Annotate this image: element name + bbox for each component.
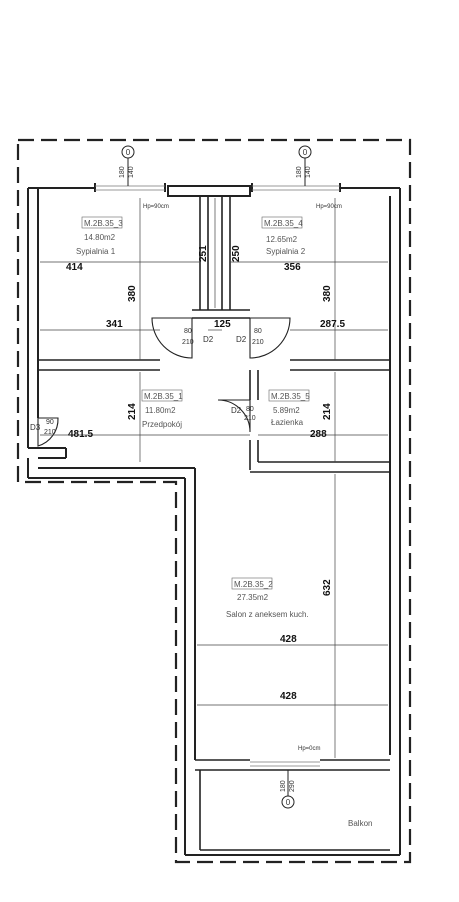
dim-214-left: 214 (127, 403, 138, 420)
dim-288: 288 (310, 429, 327, 440)
door-bath-height: 210 (244, 415, 256, 422)
axis-marker-1: 0 (126, 148, 131, 157)
room4-name: Łazienka (271, 418, 304, 427)
room4-code: M.2B.35_5 (271, 392, 310, 401)
axis-marker-3: 0 (286, 798, 291, 807)
dim-125: 125 (214, 319, 231, 330)
dim-250: 250 (231, 245, 242, 262)
door-left-height: 210 (182, 339, 194, 346)
room2-area: 12.65m2 (266, 235, 298, 244)
door-d3-width: 90 (46, 419, 54, 426)
dim-380-right: 380 (322, 285, 333, 302)
dim-380-left: 380 (127, 285, 138, 302)
dim-251: 251 (198, 245, 209, 262)
door-d2-bath[interactable] (217, 399, 251, 433)
window1-sill: 140 (128, 166, 135, 178)
interior-walls (38, 196, 390, 851)
room2-code: M.2B.35_4 (264, 219, 303, 228)
door-d2-left-label: D2 (203, 335, 214, 344)
dim-481-5: 481.5 (68, 429, 93, 440)
window2-sill: 140 (305, 166, 312, 178)
room3-code: M.2B.35_1 (144, 392, 183, 401)
dim-341: 341 (106, 319, 123, 330)
door-right-height: 210 (252, 339, 264, 346)
dim-632: 632 (322, 579, 333, 596)
door-d3-height: 210 (44, 429, 56, 436)
room-code-box (268, 389, 310, 402)
door-d3-label: D3 (30, 423, 41, 432)
door-right-width: 80 (254, 328, 262, 335)
window2-hp: Hp=90cm (316, 204, 342, 210)
door-d2-right-label: D2 (236, 335, 247, 344)
window3-height: 180 (280, 780, 287, 792)
room1-name: Sypialnia 1 (76, 247, 116, 256)
axis-marker-2: 0 (303, 148, 308, 157)
balcony-label: Balkon (348, 819, 372, 828)
window2-height: 180 (296, 166, 303, 178)
door-d2-right[interactable] (249, 317, 291, 359)
room3-name: Przedpokój (142, 420, 182, 429)
window1-hp: Hp=90cm (143, 204, 169, 210)
room4-area: 5.89m2 (273, 406, 300, 415)
room-code-box (231, 577, 273, 590)
door-swings (37, 317, 291, 447)
axis-markers (121, 145, 312, 809)
dim-428-upper: 428 (280, 634, 297, 645)
room3-area: 11.80m2 (145, 406, 176, 415)
window3-sill: 290 (289, 780, 296, 792)
room-code-box (261, 216, 303, 229)
window3-hp: Hp=0cm (298, 746, 321, 752)
door-bath-width: 80 (246, 406, 254, 413)
dimension-lines (40, 198, 388, 758)
room2-name: Sypialnia 2 (266, 247, 306, 256)
room1-area: 14.80m2 (84, 233, 116, 242)
dim-214-right: 214 (322, 403, 333, 420)
room-code-box (81, 216, 123, 229)
room5-area: 27.35m2 (237, 593, 269, 602)
room1-code: M.2B.35_3 (84, 219, 123, 228)
window1-height: 180 (119, 166, 126, 178)
room5-code: M.2B.35_2 (234, 580, 273, 589)
windows (95, 185, 340, 767)
room5-name: Salon z aneksem kuch. (226, 610, 309, 619)
door-d2-left[interactable] (151, 317, 193, 359)
door-d3[interactable] (37, 417, 59, 447)
door-d2-bath-label: D2 (231, 406, 242, 415)
dim-414: 414 (66, 262, 83, 273)
exterior-walls (27, 183, 401, 856)
dashed-outline (16, 138, 412, 864)
room-code-box (141, 389, 183, 402)
dim-356: 356 (284, 262, 301, 273)
dim-428-lower: 428 (280, 691, 297, 702)
dim-287-5: 287.5 (320, 319, 345, 330)
door-left-width: 80 (184, 328, 192, 335)
